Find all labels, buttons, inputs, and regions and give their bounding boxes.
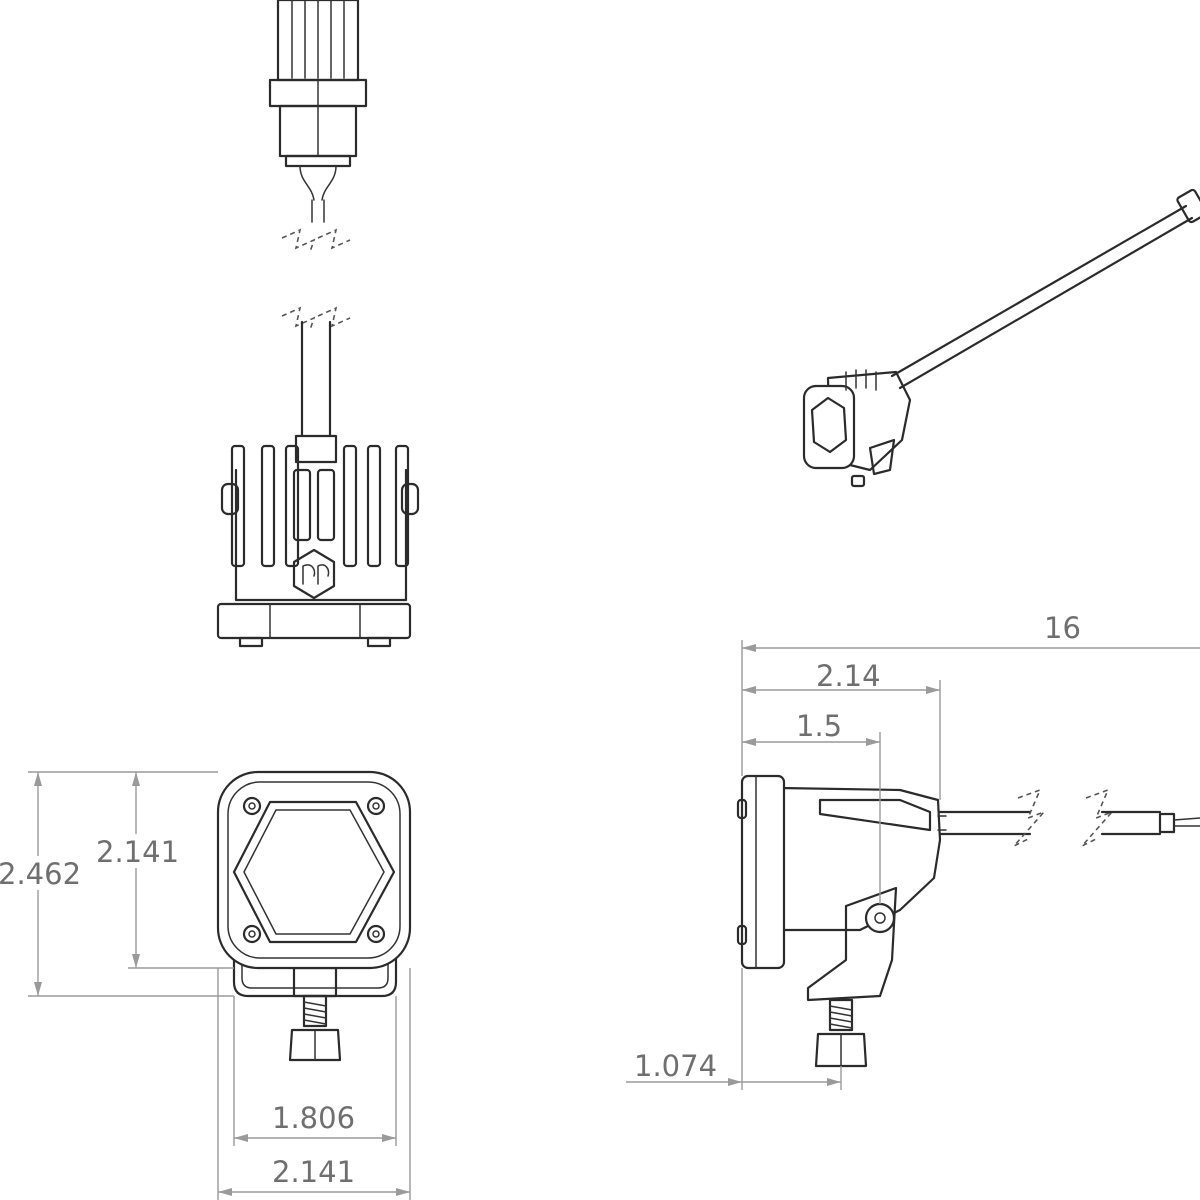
dim-side-bolt-height: 1.074 [626, 968, 842, 1090]
dim-front-width-bracket: 1.806 [233, 996, 397, 1146]
hexagon-logo-icon [292, 548, 336, 600]
dim-label-front-width-housing: 2.141 [272, 1155, 355, 1189]
dim-front-height-total: 2.462 [0, 771, 234, 997]
dim-label-side-depth-mount: 1.5 [796, 709, 842, 743]
connector-icon [268, 0, 368, 223]
dim-side-depth-mount: 1.5 [742, 709, 881, 904]
rear-view [216, 320, 420, 648]
dim-label-side-bolt-height: 1.074 [634, 1049, 717, 1083]
dim-label-front-height-total: 2.462 [0, 857, 81, 891]
isometric-view [802, 188, 1200, 488]
cable-break-lower [281, 306, 351, 331]
dim-side-cable-length: 16 [741, 611, 1200, 776]
dim-side-depth-total: 2.14 [742, 659, 941, 800]
dim-front-height-housing: 2.141 [94, 772, 234, 969]
side-view [736, 774, 1200, 1068]
cable-break-upper [281, 228, 351, 253]
dim-label-side-cable-length: 16 [1044, 611, 1081, 645]
dim-front-width-housing: 2.141 [217, 968, 411, 1200]
dim-label-front-height-housing: 2.141 [96, 835, 179, 869]
dim-label-side-depth-total: 2.14 [816, 659, 881, 693]
dim-label-front-width-bracket: 1.806 [272, 1101, 355, 1135]
front-view [216, 770, 412, 1062]
mounting-bolt-icon [288, 994, 342, 1062]
